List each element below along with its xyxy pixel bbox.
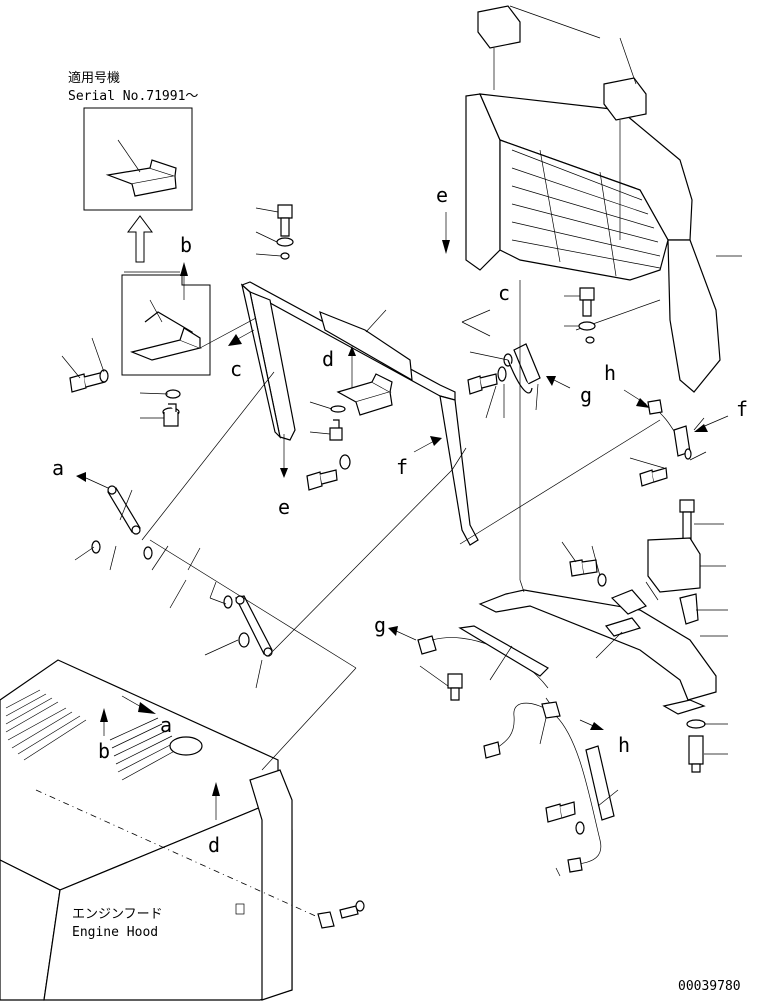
harness-h: [483, 701, 619, 877]
engine-hood: エンジンフード Engine Hood: [0, 659, 365, 1001]
hood-label-en: Engine Hood: [72, 925, 158, 940]
callout-h-upper: h: [604, 361, 616, 385]
callout-e-lower: e: [278, 495, 290, 519]
callout-a-hood: a: [160, 713, 172, 737]
lower-right-assembly: [478, 499, 728, 773]
guard-louvres: [511, 149, 661, 277]
inset-frame: [83, 107, 193, 211]
callout-a-left: a: [52, 456, 64, 480]
drawing-number: 00039780: [678, 979, 741, 994]
callout-d-upper: d: [322, 347, 334, 371]
callout-arrows: [76, 212, 729, 730]
bracket-d: [306, 346, 393, 491]
inset-title-jp: 適用号機: [68, 70, 120, 86]
callout-b-upper: b: [180, 233, 192, 257]
bracket-g-upper: [467, 343, 541, 419]
cab-guard: [465, 5, 742, 393]
harness-g: [417, 625, 557, 713]
callout-labels: a b c d e e c f g h f g h a b d: [52, 183, 748, 857]
inset-arrow-icon: [127, 215, 153, 263]
serial-inset: 適用号機 Serial No.71991～: [68, 70, 198, 263]
callout-g-lower: g: [374, 613, 386, 637]
callout-b-hood: b: [98, 739, 110, 763]
callout-h-lower: h: [618, 733, 630, 757]
bolt-stack-top: [255, 204, 294, 260]
callout-f-center: f: [396, 455, 408, 479]
bolt-washer-group-left: [61, 337, 181, 427]
guard-bolts: [564, 287, 596, 344]
callout-d-hood: d: [208, 833, 220, 857]
hood-grille: [5, 689, 181, 781]
leader-lines: [124, 271, 661, 771]
hood-callout-arrows: [100, 695, 220, 820]
right-wiring-f-h: [629, 399, 707, 487]
inset-serial-text: Serial No.71991～: [68, 89, 198, 104]
callout-c-right: c: [498, 281, 510, 305]
callout-g-upper: g: [580, 383, 592, 407]
callout-f-right: f: [736, 397, 748, 421]
callout-e-upper: e: [436, 183, 448, 207]
bracket-detail-box: [121, 274, 211, 376]
inset-bracket-drawing: [105, 139, 177, 197]
hood-label-jp: エンジンフード: [72, 907, 163, 922]
gas-struts: [74, 485, 273, 689]
support-frame: [240, 281, 479, 546]
callout-c-left: c: [230, 357, 242, 381]
